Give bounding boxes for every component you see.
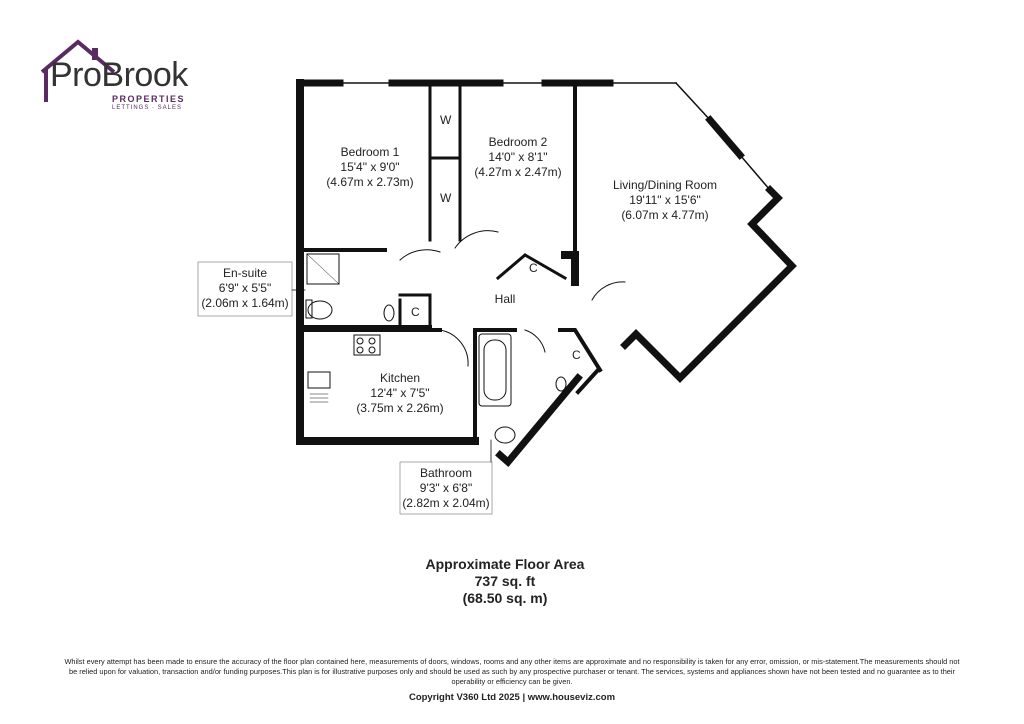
room-name: Bathroom: [419, 466, 473, 480]
room-metric: (4.67m x 2.73m): [326, 175, 414, 189]
cupboard-label-bathroom: C: [572, 348, 581, 362]
hob: [353, 334, 381, 356]
kitchen-sink: [307, 371, 331, 389]
door-arc: [439, 329, 469, 367]
room-imperial: 14'0" x 8'1": [488, 150, 548, 164]
room-bathroom: Bathroom 9'3" x 6'8" (2.82m x 2.04m): [400, 466, 492, 511]
room-imperial: 6'9" x 5'5": [218, 281, 272, 295]
room-name: Living/Dining Room: [612, 178, 718, 192]
room-ensuite: En-suite 6'9" x 5'5" (2.06m x 1.64m): [198, 266, 292, 311]
room-kitchen: Kitchen 12'4" x 7'5" (3.75m x 2.26m): [350, 371, 450, 416]
company-logo: ProBrook PROPERTIES LETTINGS · SALES: [30, 36, 220, 116]
internal-wall: [303, 248, 432, 329]
room-imperial: 19'11" x 15'6": [629, 193, 701, 207]
basin: [383, 304, 395, 322]
room-bedroom1: Bedroom 1 15'4" x 9'0" (4.67m x 2.73m): [320, 145, 420, 190]
cupboard-label-ensuite: C: [411, 305, 420, 319]
internal-wall: [558, 328, 603, 373]
room-metric: (4.27m x 2.47m): [474, 165, 562, 179]
room-name: Hall: [494, 292, 516, 306]
window: [738, 153, 772, 192]
room-imperial: 9'3" x 6'8": [419, 481, 473, 495]
toilet: [307, 300, 333, 320]
internal-wall: [473, 328, 517, 443]
toilet: [494, 426, 516, 444]
disclaimer-text: Whilst every attempt has been made to en…: [64, 657, 960, 686]
floor-area-title: Approximate Floor Area: [425, 556, 585, 572]
ensuite-label-box: [197, 261, 293, 317]
room-hall: Hall: [485, 292, 525, 307]
bathtub: [478, 333, 512, 407]
room-imperial: 12'4" x 7'5": [370, 386, 430, 400]
outer-wall-bath: [575, 367, 601, 395]
floor-area-metric: (68.50 sq. m): [462, 590, 548, 606]
cupboard-label-hall: C: [529, 261, 538, 275]
room-living-dining: Living/Dining Room 19'11" x 15'6" (6.07m…: [600, 178, 730, 223]
wardrobe-label-lower: W: [440, 191, 452, 205]
outer-wall-living: [705, 115, 745, 160]
door-arc: [454, 230, 499, 249]
floor-area-summary: Approximate Floor Area 737 sq. ft (68.50…: [380, 556, 630, 607]
internal-wall: [398, 293, 432, 329]
internal-wall: [495, 253, 568, 281]
room-metric: (6.07m x 4.77m): [621, 208, 709, 222]
room-name: Bedroom 2: [488, 135, 548, 149]
logo-tagline: PROPERTIES: [112, 94, 186, 104]
bathroom-label-box: [399, 461, 493, 515]
outer-wall-living: [674, 81, 712, 122]
outer-wall-living: [620, 185, 797, 383]
wardrobe-label-upper: W: [440, 113, 452, 127]
door-arc: [591, 281, 626, 301]
shower-tray: [306, 253, 340, 285]
door-arc: [399, 249, 441, 261]
floor-area-imperial: 737 sq. ft: [474, 573, 536, 589]
room-metric: (2.06m x 1.64m): [201, 296, 289, 310]
room-name: Bedroom 1: [340, 145, 400, 159]
logo-wordmark: ProBrook: [50, 56, 188, 94]
room-bedroom2: Bedroom 2 14'0" x 8'1" (4.27m x 2.47m): [468, 135, 568, 180]
outer-wall-bath: [495, 373, 583, 467]
room-name: Kitchen: [379, 371, 421, 385]
door-arc: [524, 329, 546, 353]
room-metric: (2.82m x 2.04m): [402, 496, 490, 510]
basin: [555, 376, 567, 392]
room-metric: (3.75m x 2.26m): [356, 401, 444, 415]
internal-wall: [428, 86, 462, 242]
copyright-text: Copyright V360 Ltd 2025 | www.houseviz.c…: [408, 692, 616, 703]
room-imperial: 15'4" x 9'0": [340, 160, 400, 174]
house-roof-icon: [40, 39, 116, 102]
internal-wall: [561, 251, 579, 286]
room-name: En-suite: [222, 266, 268, 280]
logo-subtagline: LETTINGS · SALES: [112, 105, 183, 111]
